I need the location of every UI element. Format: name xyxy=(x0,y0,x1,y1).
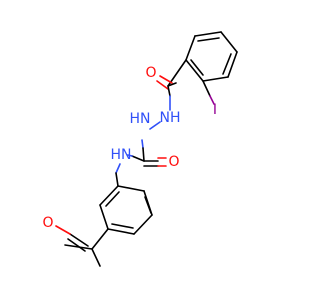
bond xyxy=(99,204,109,230)
bond xyxy=(55,225,71,235)
bond xyxy=(156,80,169,90)
acetylphenyl-ring xyxy=(99,185,153,235)
atom-label-oxygen: O xyxy=(42,215,53,231)
bond xyxy=(185,59,204,82)
molecule-diagram: O NH HN I HN O O xyxy=(42,31,238,267)
bond xyxy=(197,37,220,42)
bond xyxy=(107,228,135,235)
bond xyxy=(149,121,161,130)
bond xyxy=(111,223,134,229)
bond xyxy=(131,155,145,162)
bond xyxy=(99,185,119,206)
atom-label-hn: HN xyxy=(111,147,132,163)
bond xyxy=(159,75,173,84)
bond xyxy=(220,31,238,53)
bond xyxy=(144,196,152,214)
bond xyxy=(222,53,232,75)
bond xyxy=(115,163,121,174)
bond xyxy=(69,233,89,247)
bond xyxy=(167,85,171,97)
bond xyxy=(227,51,238,78)
atom-label-nh: NH xyxy=(160,110,181,126)
bond xyxy=(105,191,120,207)
bond xyxy=(202,76,229,82)
bond xyxy=(115,172,119,187)
bond xyxy=(117,185,145,192)
iodobenzene-ring xyxy=(185,31,238,82)
bond xyxy=(190,59,204,76)
atom-label-oxygen: O xyxy=(168,154,179,170)
bond xyxy=(202,80,211,97)
bond xyxy=(133,214,153,235)
atom-label-hn: HN xyxy=(130,111,151,127)
bond xyxy=(142,147,145,162)
bond xyxy=(91,228,109,250)
bond xyxy=(141,139,144,149)
structure-svg: O NH HN I HN O O xyxy=(42,31,238,267)
bond xyxy=(91,248,101,267)
atom-label-oxygen: O xyxy=(145,65,156,81)
bond xyxy=(67,238,86,252)
bond xyxy=(167,82,177,87)
bond xyxy=(209,95,215,105)
bond xyxy=(185,35,196,61)
atom-label-iodine: I xyxy=(213,102,217,118)
bond xyxy=(127,154,133,157)
bond xyxy=(194,31,222,37)
